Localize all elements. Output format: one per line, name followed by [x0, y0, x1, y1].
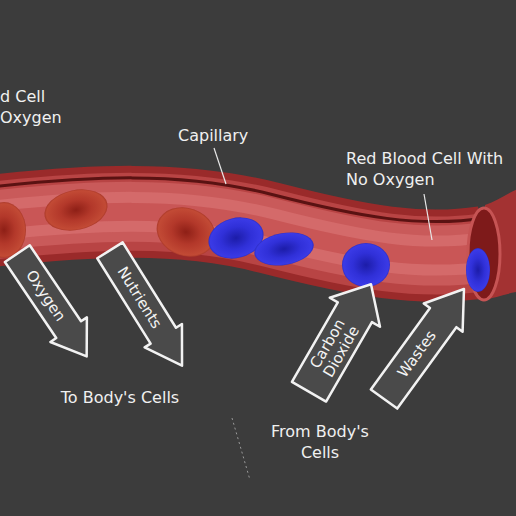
capillary-tube [0, 178, 516, 300]
faint-mark [232, 418, 250, 480]
arrow-label: Nutrients [103, 246, 189, 370]
block-arrow: Wastes [365, 275, 484, 413]
arrow-label: Oxygen [11, 249, 94, 361]
annotation-label: Capillary [178, 125, 278, 146]
blue-blood-cells [204, 211, 490, 292]
annotation-label: Red Blood Cell With No Oxygen [346, 148, 514, 190]
leader-line [214, 148, 226, 184]
block-arrow: Oxygen [0, 241, 105, 368]
annotation-label: From Body's Cells [250, 421, 390, 463]
annotation-label: d Cell Oxygen [0, 86, 80, 128]
annotation-label: To Body's Cells [60, 387, 180, 408]
block-arrow: Nutrients [91, 239, 200, 378]
leader-line [424, 194, 432, 240]
